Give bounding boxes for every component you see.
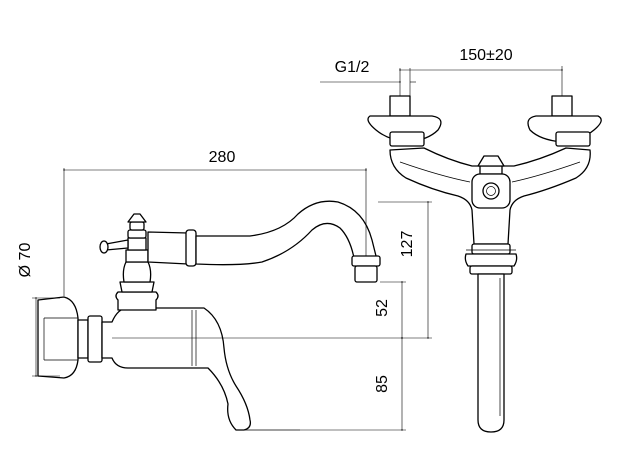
- dimension-label-52: 52: [374, 299, 391, 317]
- dimension-label-280: 280: [209, 149, 236, 166]
- left-connection: [367, 95, 442, 147]
- valve-body: [101, 307, 252, 431]
- right-connection: [527, 95, 602, 147]
- dimension-label-thread: G1/2: [335, 59, 370, 76]
- dimension-heights: 127 52 85: [112, 201, 432, 431]
- union-nut: [87, 315, 103, 363]
- wall-rosette: [37, 296, 89, 379]
- dimension-label-center-distance: 150±20: [459, 47, 512, 64]
- front-view: G1/2 150±20: [320, 47, 602, 433]
- spout: [147, 200, 381, 283]
- side-view: 280 Ø 70 127 52 85: [17, 149, 432, 431]
- cross-handle[interactable]: [99, 213, 147, 254]
- dimension-thread: G1/2: [320, 59, 416, 96]
- dimension-label-85: 85: [374, 375, 391, 393]
- dimension-label-diameter: Ø 70: [17, 243, 34, 278]
- dimension-center-distance: 150±20: [399, 47, 563, 96]
- dimension-label-127: 127: [399, 231, 416, 258]
- center-knob[interactable]: [471, 155, 511, 209]
- dimension-diameter-70: Ø 70: [17, 243, 60, 377]
- dimension-280: 280: [63, 149, 367, 296]
- front-spout: [477, 273, 505, 433]
